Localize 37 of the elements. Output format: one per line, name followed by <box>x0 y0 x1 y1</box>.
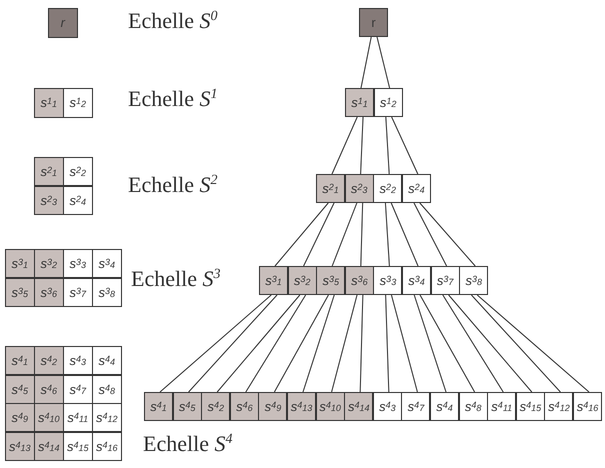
connector-line <box>188 294 278 392</box>
grid-cell: r <box>48 8 78 38</box>
connector-line <box>245 294 306 392</box>
connector-line <box>216 294 300 392</box>
connector-line <box>470 294 561 392</box>
connector-line <box>448 294 532 392</box>
connector-line <box>391 116 418 174</box>
connector-line <box>160 294 272 392</box>
connector-line <box>414 202 448 266</box>
connector-line <box>384 202 390 266</box>
scale-label: Echelle S$^{4}$ <box>143 431 232 457</box>
scale-label: Echelle S$^{2}$ <box>128 172 218 198</box>
scale-label: Echelle S$^{1}$ <box>128 86 218 112</box>
connector-line <box>376 36 390 88</box>
connector-line <box>360 202 364 266</box>
connector-line <box>303 202 335 266</box>
connector-line <box>274 294 329 392</box>
tree-cell: r <box>359 8 388 37</box>
connector-line <box>419 202 476 266</box>
connector-line <box>360 36 372 88</box>
connector-line <box>385 294 390 392</box>
connector-line <box>442 294 504 392</box>
connector-line <box>476 294 590 392</box>
connector-line <box>414 294 446 392</box>
connector-line <box>332 116 358 174</box>
connector-line <box>332 202 358 266</box>
connector-line <box>390 202 418 266</box>
connector-line <box>385 116 390 174</box>
connector-line <box>302 294 335 392</box>
scale-label: Echelle S$^{3}$ <box>131 266 220 292</box>
connector-line <box>390 294 418 392</box>
connector-line <box>274 202 329 266</box>
connector-line <box>420 294 476 392</box>
scale-label: Echelle S$^{0}$ <box>128 8 218 34</box>
connector-line <box>360 116 364 174</box>
connector-line <box>331 294 358 392</box>
connector-line <box>360 294 364 392</box>
